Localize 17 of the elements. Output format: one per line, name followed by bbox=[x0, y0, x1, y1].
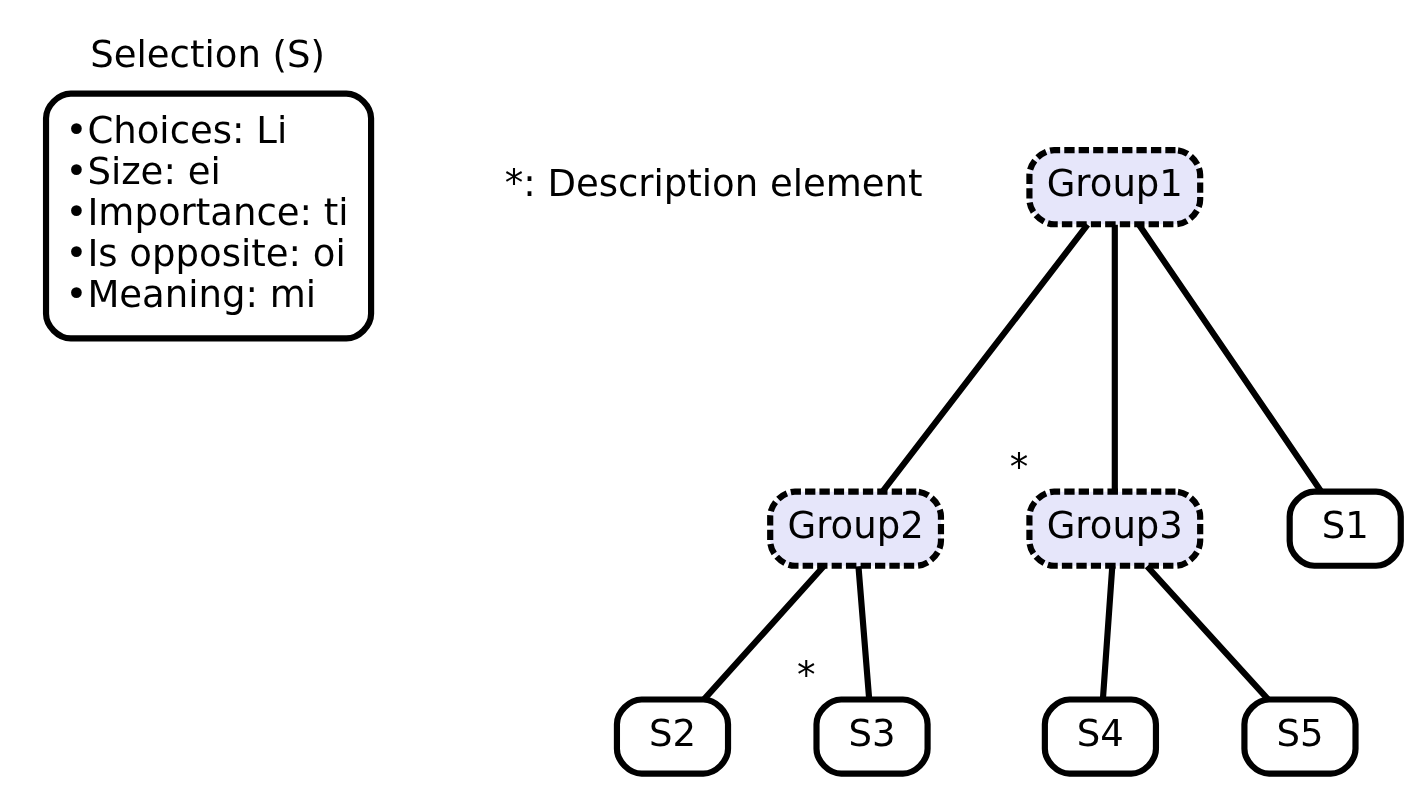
node-box: Group1 bbox=[1025, 147, 1203, 228]
connector bbox=[1111, 224, 1118, 492]
node-box: Group3 bbox=[1025, 488, 1203, 569]
node-box: Group2 bbox=[766, 488, 944, 569]
node-box: S1 bbox=[1286, 488, 1404, 569]
node-box: S4 bbox=[1041, 696, 1159, 777]
node-label: * bbox=[1009, 446, 1028, 490]
node-box: S2 bbox=[613, 696, 731, 777]
connector bbox=[854, 566, 872, 700]
node-label: * bbox=[796, 653, 815, 697]
node-box: S5 bbox=[1240, 696, 1359, 777]
label: *: Description element bbox=[504, 162, 923, 206]
connector bbox=[879, 222, 1090, 494]
node-box: •Choices: Li •Size: ei •Importance: ti •Is opposite: oi •Meaning: mi bbox=[42, 90, 374, 342]
node-label: Selection (S) bbox=[89, 32, 325, 76]
connector bbox=[1099, 566, 1115, 700]
node-box: S3 bbox=[812, 696, 931, 777]
